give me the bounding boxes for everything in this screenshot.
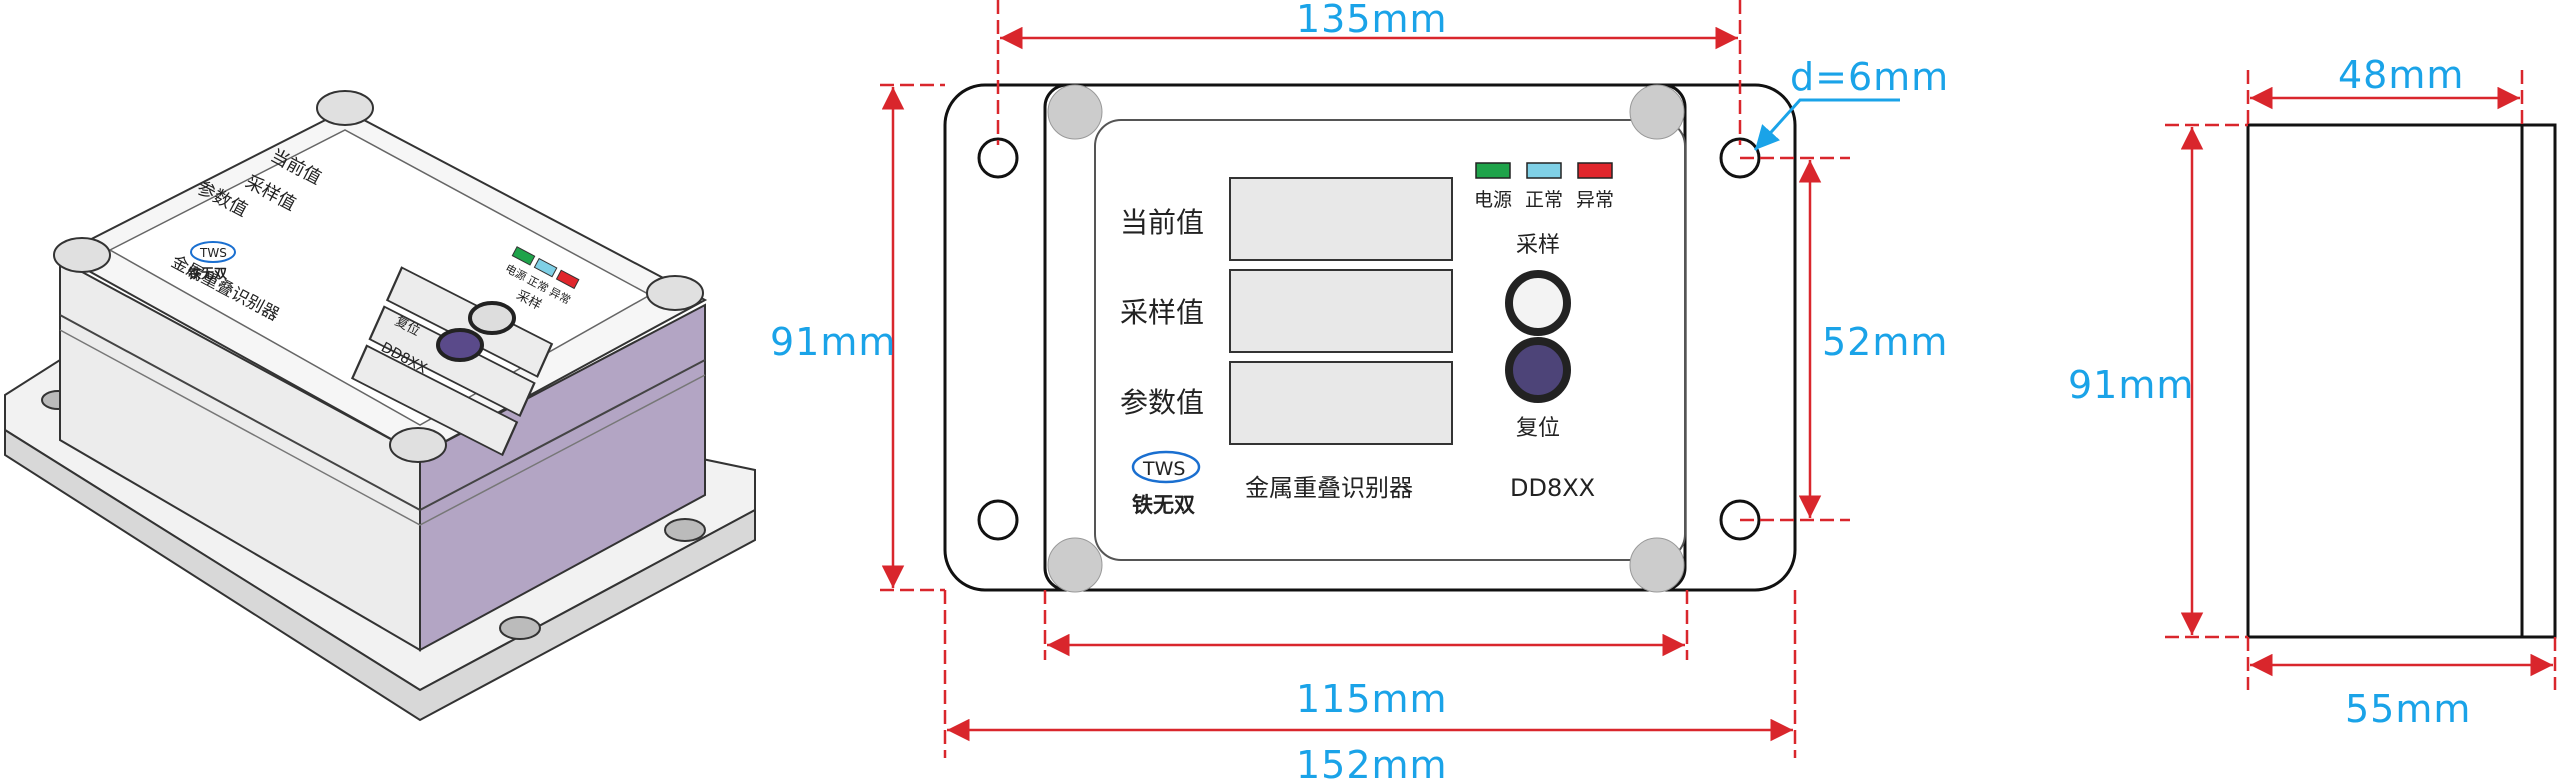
- dim-text-48: 48mm: [2338, 53, 2464, 97]
- front-led-fault: [1577, 162, 1613, 179]
- front-brand: 铁无双: [1132, 493, 1195, 517]
- front-label-current: 当前值: [1120, 206, 1204, 239]
- front-corner-boss: [1047, 537, 1103, 593]
- iso-brand: 铁无双: [187, 266, 227, 282]
- front-led-label-normal: 正常: [1525, 189, 1563, 211]
- iso-sample-button[interactable]: [468, 301, 516, 335]
- isometric-view: 当前值 采样值 参数值 金属重叠识别器 TWS 铁无双 电源 正常 异常 采样 …: [4, 90, 756, 722]
- front-led-label-fault: 异常: [1576, 189, 1614, 211]
- front-mount-hole: [977, 137, 1019, 179]
- front-led-label-power: 电源: [1474, 189, 1512, 211]
- front-corner-boss: [1047, 84, 1103, 140]
- iso-display-param: [350, 344, 519, 457]
- front-sample-button[interactable]: [1505, 270, 1571, 336]
- dim-text-152: 152mm: [1296, 743, 1448, 783]
- dimension-texts: 135mm d=6mm 91mm 52mm 115mm 152mm 48mm 9…: [770, 0, 2471, 783]
- iso-corner-boss: [53, 237, 111, 273]
- front-led-power: [1475, 162, 1511, 179]
- iso-corner-boss: [646, 275, 704, 311]
- iso-box-right-face: [419, 303, 706, 652]
- iso-seam-2: [59, 329, 706, 526]
- dimension-lines: [880, 0, 2557, 758]
- iso-led-fault: [555, 269, 580, 290]
- front-product-name: 金属重叠识别器: [1245, 474, 1413, 502]
- front-reset-button[interactable]: [1505, 337, 1571, 403]
- front-label-param: 参数值: [1120, 386, 1204, 419]
- front-label-sample: 采样值: [1120, 296, 1204, 329]
- front-display-current: [1229, 177, 1453, 261]
- side-flange: [2520, 123, 2557, 639]
- iso-led-power: [511, 246, 536, 266]
- front-model: DD8XX: [1510, 474, 1595, 502]
- front-logo-text: TWS: [1142, 458, 1185, 480]
- side-view: [2246, 123, 2557, 639]
- iso-tws-logo-icon: [190, 241, 236, 263]
- dim-text-side-91: 91mm: [2068, 363, 2194, 407]
- iso-seam: [59, 314, 706, 512]
- front-sample-label: 采样: [1516, 233, 1560, 258]
- front-corner-boss: [1629, 537, 1685, 593]
- front-view: 当前值 采样值 参数值 电源 正常 异常 采样 复位 TWS 铁无双 金属重叠识…: [943, 83, 1797, 593]
- iso-reset-button[interactable]: [436, 328, 484, 362]
- iso-logo-text: TWS: [199, 246, 227, 260]
- front-mount-hole: [977, 499, 1019, 541]
- front-corner-boss: [1629, 84, 1685, 140]
- dim-text-135: 135mm: [1296, 0, 1448, 41]
- dim-text-hole: d=6mm: [1790, 55, 1949, 99]
- side-body: [2246, 123, 2557, 639]
- dim-text-91: 91mm: [770, 320, 896, 364]
- iso-base-flange-edge: [4, 428, 756, 722]
- front-display-param: [1229, 361, 1453, 445]
- dim-text-52: 52mm: [1822, 320, 1948, 364]
- iso-led-normal: [533, 257, 558, 278]
- front-display-sample: [1229, 269, 1453, 353]
- iso-mount-hole-front: [499, 616, 541, 640]
- hole-leader-line: [1753, 98, 1900, 152]
- iso-corner-boss: [316, 90, 374, 126]
- front-reset-label: 复位: [1516, 416, 1560, 441]
- front-led-normal: [1526, 162, 1562, 179]
- iso-mount-hole-right: [664, 518, 706, 542]
- dim-text-115: 115mm: [1296, 677, 1448, 721]
- front-tws-logo-icon: [1131, 450, 1201, 484]
- dim-text-55: 55mm: [2345, 687, 2471, 731]
- iso-corner-boss: [389, 427, 447, 463]
